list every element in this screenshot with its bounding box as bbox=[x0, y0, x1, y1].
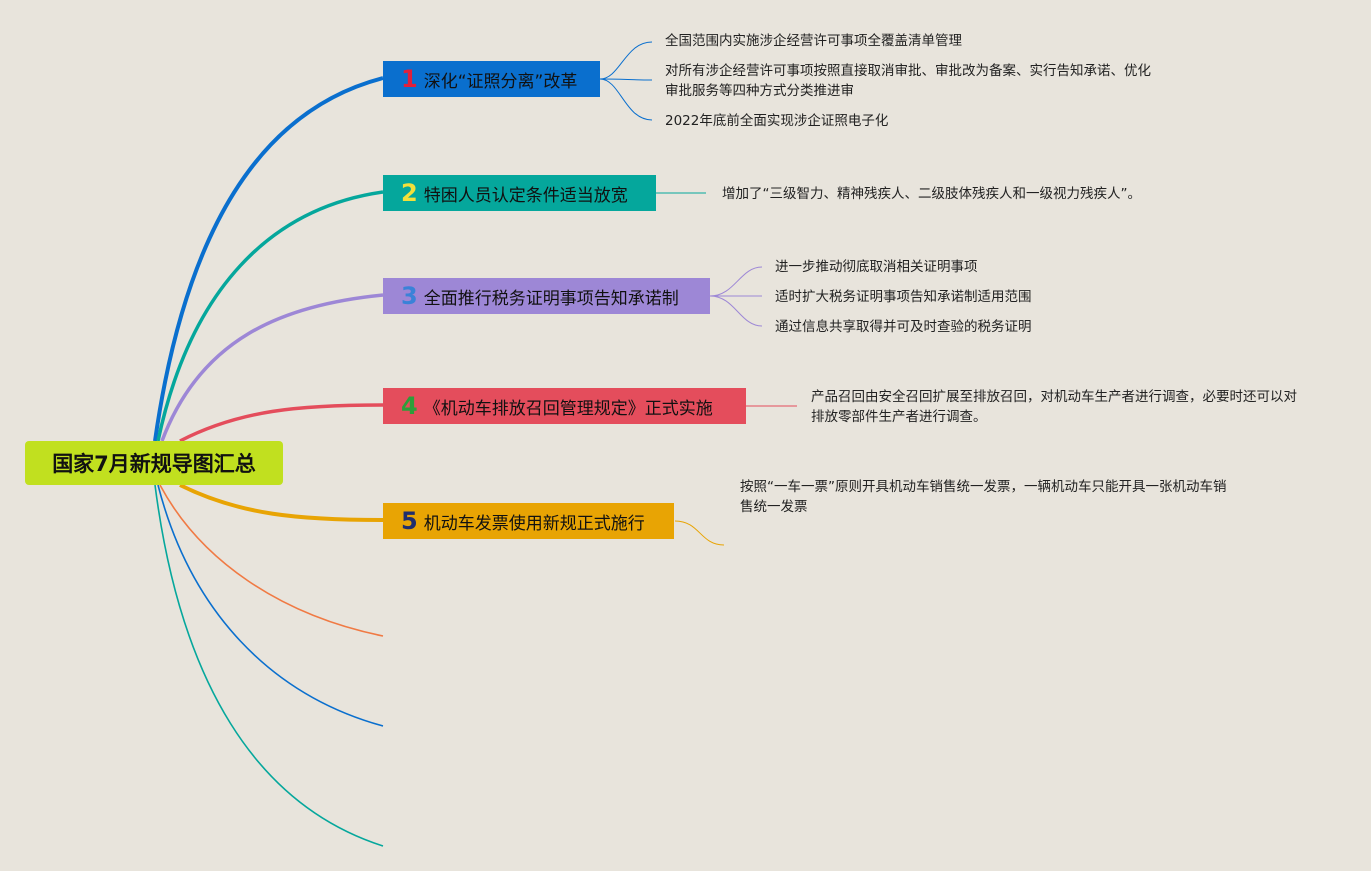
branch-3-number: 3 bbox=[401, 282, 418, 310]
branch-4-connector bbox=[179, 403, 384, 443]
branch-4-label: 《机动车排放召回管理规定》正式实施 bbox=[423, 398, 713, 419]
branch-4-leaf-1[interactable]: 产品召回由安全召回扩展至排放召回，对机动车生产者进行调查，必要时还可以对排放零部… bbox=[811, 389, 1297, 425]
branch-5-connector bbox=[179, 483, 384, 522]
branch-3-leaf-3[interactable]: 通过信息共享取得并可及时查验的税务证明 bbox=[775, 319, 1032, 335]
branch-2-leaf-1[interactable]: 增加了“三级智力、精神残疾人、二级肢体残疾人和一级视力残疾人”。 bbox=[722, 186, 1141, 202]
branch-1-number: 1 bbox=[401, 65, 418, 93]
branch-5-label: 机动车发票使用新规正式施行 bbox=[423, 513, 645, 534]
branch-2-label: 特困人员认定条件适当放宽 bbox=[423, 185, 628, 206]
branch-node-1[interactable]: 1 深化“证照分离”改革 bbox=[383, 61, 600, 97]
empty-branch-orange bbox=[159, 484, 384, 637]
branch-2-connector bbox=[156, 190, 384, 442]
branch-4-number: 4 bbox=[401, 392, 418, 420]
branch-3-label: 全面推行税务证明事项告知承诺制 bbox=[423, 288, 679, 309]
branch-1-label: 深化“证照分离”改革 bbox=[423, 71, 578, 92]
empty-branch-blue bbox=[157, 484, 384, 727]
branch-5-number: 5 bbox=[401, 507, 418, 535]
branch-node-2[interactable]: 2 特困人员认定条件适当放宽 bbox=[383, 175, 656, 211]
branch-node-4[interactable]: 4 《机动车排放召回管理规定》正式实施 bbox=[383, 388, 746, 424]
branch-1-leaf-3[interactable]: 2022年底前全面实现涉企证照电子化 bbox=[665, 113, 889, 129]
branch-1-leaf-2[interactable]: 对所有涉企经营许可事项按照直接取消审批、审批改为备案、实行告知承诺、优化审批服务… bbox=[665, 63, 1151, 99]
branch-1-leaf-1[interactable]: 全国范围内实施涉企经营许可事项全覆盖清单管理 bbox=[665, 33, 962, 49]
branch-1-connector bbox=[153, 76, 384, 442]
branch-5-leaf-1[interactable]: 按照“一车一票”原则开具机动车销售统一发票，一辆机动车只能开具一张机动车销售统一… bbox=[740, 479, 1227, 515]
branch-3-leaf-2[interactable]: 适时扩大税务证明事项告知承诺制适用范围 bbox=[775, 289, 1032, 305]
root-label: 国家7月新规导图汇总 bbox=[52, 452, 256, 476]
empty-branch-teal bbox=[154, 484, 384, 847]
branch-3-leaf-1[interactable]: 进一步推动彻底取消相关证明事项 bbox=[775, 259, 978, 275]
root-node[interactable]: 国家7月新规导图汇总 bbox=[25, 441, 283, 485]
branch-3-connector bbox=[160, 293, 384, 442]
branch-node-5[interactable]: 5 机动车发票使用新规正式施行 bbox=[383, 503, 674, 539]
branch-node-3[interactable]: 3 全面推行税务证明事项告知承诺制 bbox=[383, 278, 710, 314]
branch-2-number: 2 bbox=[401, 179, 418, 207]
